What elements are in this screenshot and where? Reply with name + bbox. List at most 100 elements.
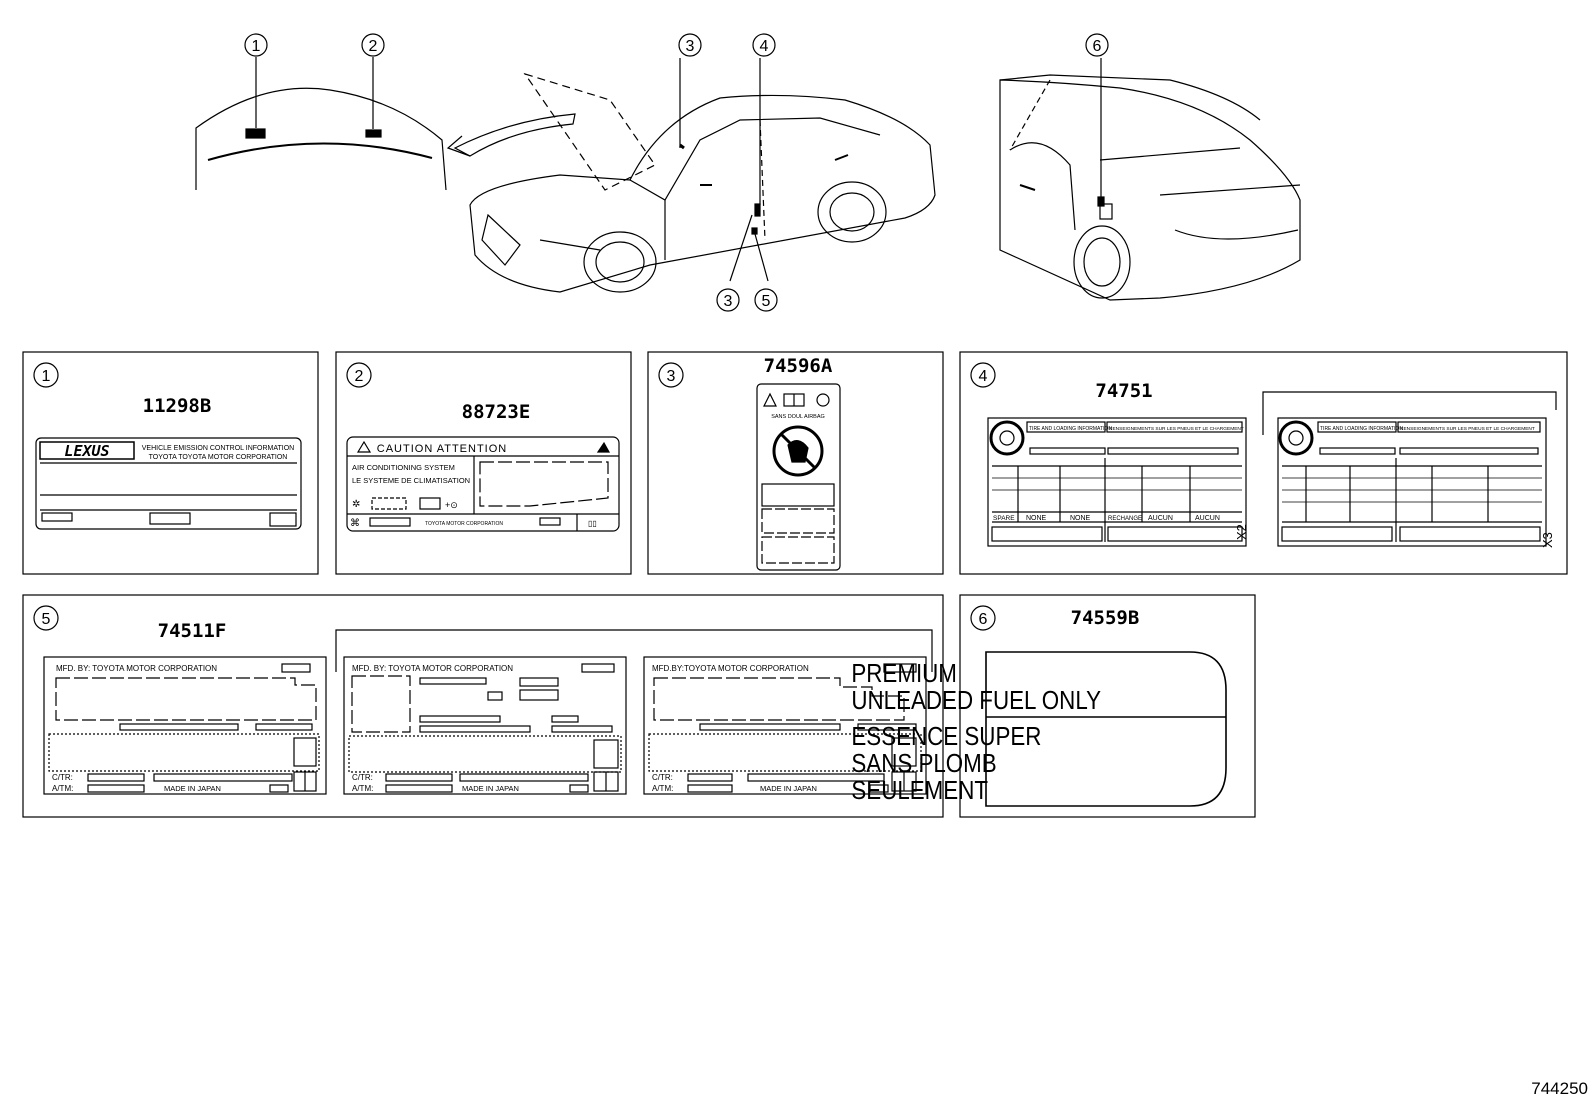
svg-text:C/TR:: C/TR: (652, 773, 673, 782)
panel-4: 4 74751 TIRE AND LOADING INFORMATION REN… (959, 351, 1568, 575)
svg-text:ESSENCE SUPER: ESSENCE SUPER (851, 722, 1041, 751)
airbag-warning-label: SANS DOUL AIRBAG (756, 383, 841, 571)
svg-text:SANS DOUL AIRBAG: SANS DOUL AIRBAG (771, 414, 825, 420)
panel-5: 5 74511F MFD. BY: TOYOTA MOTOR CORPORATI… (22, 594, 944, 818)
svg-text:6: 6 (979, 611, 988, 628)
rear-car-illustration (999, 58, 1301, 301)
part-number-74559b: 74559B (1071, 607, 1140, 629)
arrow-head-icon (446, 135, 471, 157)
tire-label-a: TIRE AND LOADING INFORMATION RENSEIGNEME… (987, 417, 1247, 547)
warning-icon (763, 392, 777, 407)
part-number-74511f: 74511F (158, 620, 227, 642)
fuel-label: PREMIUM UNLEADED FUEL ONLY ESSENCE SUPER… (851, 651, 1227, 807)
svg-text:C/TR:: C/TR: (352, 773, 373, 782)
gear-icon: ✲ (352, 499, 360, 510)
svg-text:A/TM:: A/TM: (352, 784, 373, 793)
panel-1: 1 11298B LEXUS VEHICLE EMISSION CONTROL … (22, 351, 319, 575)
callout-1: 1 (244, 33, 268, 57)
arrow-icon (453, 113, 576, 157)
panel-2: 2 88723E CAUTION ATTENTION AIR CONDITION… (335, 351, 632, 575)
svg-text:UNLEADED FUEL ONLY: UNLEADED FUEL ONLY (851, 686, 1101, 715)
svg-text:1: 1 (42, 368, 51, 385)
svg-text:CAUTION ATTENTION: CAUTION ATTENTION (377, 443, 507, 455)
svg-text:3: 3 (667, 368, 676, 385)
svg-text:A/TM:: A/TM: (52, 784, 73, 793)
circle-icon (816, 393, 830, 407)
fuel-door (1099, 203, 1113, 220)
label-1-marker (245, 128, 266, 139)
callout-4: 4 (752, 33, 776, 57)
svg-text:4: 4 (979, 368, 988, 385)
svg-text:MADE IN JAPAN: MADE IN JAPAN (462, 784, 519, 793)
vin-label-2: MFD. BY: TOYOTA MOTOR CORPORATION C/TR: … (343, 656, 627, 795)
svg-text:MADE IN JAPAN: MADE IN JAPAN (164, 784, 221, 793)
warning-icon (356, 440, 372, 453)
part-number-74596a: 74596A (764, 355, 833, 377)
label-4-marker (754, 203, 761, 217)
svg-text:SANS PLOMB: SANS PLOMB (851, 749, 996, 778)
emission-label: LEXUS VEHICLE EMISSION CONTROL INFORMATI… (35, 437, 302, 530)
svg-text:5: 5 (762, 293, 771, 310)
svg-text:3: 3 (724, 293, 733, 310)
front-car-illustration (469, 58, 936, 293)
svg-text:6: 6 (1093, 38, 1102, 55)
spray-icon: ⌘ (350, 518, 360, 529)
part-number-74751: 74751 (1095, 380, 1152, 402)
svg-text:MFD.BY:TOYOTA MOTOR CORPORATIO: MFD.BY:TOYOTA MOTOR CORPORATION (652, 664, 809, 673)
callout-3-bottom: 3 (716, 288, 740, 312)
svg-text:AUCUN: AUCUN (1148, 515, 1173, 522)
part-number-88723e: 88723E (462, 401, 531, 423)
svg-text:1: 1 (252, 38, 261, 55)
tire-icon (1278, 420, 1314, 456)
book-icon: ▯▯ (588, 519, 597, 528)
svg-text:4: 4 (760, 38, 769, 55)
label-5-marker (751, 227, 758, 235)
svg-text:SEULEMENT: SEULEMENT (851, 776, 988, 805)
svg-text:MFD. BY: TOYOTA MOTOR CORPORAT: MFD. BY: TOYOTA MOTOR CORPORATION (56, 664, 217, 673)
svg-text:AIR CONDITIONING SYSTEM: AIR CONDITIONING SYSTEM (352, 463, 455, 472)
svg-text:TOYOTA MOTOR CORPORATION: TOYOTA MOTOR CORPORATION (425, 521, 503, 527)
tire-icon (989, 420, 1025, 456)
hood-detail-illustration (195, 57, 576, 191)
svg-text:2: 2 (355, 368, 364, 385)
svg-text:RENSEIGNEMENTS SUR LES PNEUS E: RENSEIGNEMENTS SUR LES PNEUS ET LE CHARG… (1400, 426, 1535, 432)
vin-label-1: MFD. BY: TOYOTA MOTOR CORPORATION C/TR: … (43, 656, 327, 795)
svg-text:A/TM:: A/TM: (652, 784, 673, 793)
panel-6: 6 74559B PREMIUM UNLEADED FUEL ONLY ESSE… (851, 594, 1256, 818)
no-child-seat-icon (772, 425, 824, 477)
part-number-11298b: 11298B (143, 395, 212, 417)
callout-2: 2 (361, 33, 385, 57)
oil-symbol-icon: +⊙ (445, 500, 458, 510)
tire-label-b: TIRE AND LOADING INFORMATION RENSEIGNEME… (1277, 417, 1547, 547)
svg-text:NONE: NONE (1026, 515, 1047, 522)
svg-text:AUCUN: AUCUN (1195, 515, 1220, 522)
svg-text:2: 2 (369, 38, 378, 55)
callout-5-bottom: 5 (754, 288, 778, 312)
callout-3-top: 3 (678, 33, 702, 57)
svg-text:VEHICLE EMISSION CONTROL INFOR: VEHICLE EMISSION CONTROL INFORMATION (142, 445, 294, 452)
label-2-marker (365, 129, 382, 138)
svg-text:LEXUS: LEXUS (64, 442, 109, 460)
svg-text:LE SYSTEME DE CLIMATISATION: LE SYSTEME DE CLIMATISATION (352, 476, 470, 485)
svg-text:RECHANGE: RECHANGE (1108, 516, 1142, 522)
figure-code: 744250 (1531, 1079, 1588, 1098)
svg-text:RENSEIGNEMENTS SUR LES PNEUS E: RENSEIGNEMENTS SUR LES PNEUS ET LE CHARG… (1109, 426, 1244, 432)
svg-text:PREMIUM: PREMIUM (851, 659, 957, 688)
hand-icon (596, 441, 611, 453)
svg-text:SPARE: SPARE (993, 515, 1015, 522)
svg-text:MFD. BY: TOYOTA MOTOR CORPORAT: MFD. BY: TOYOTA MOTOR CORPORATION (352, 664, 513, 673)
svg-text:NONE: NONE (1070, 515, 1091, 522)
panel-3: 3 74596A SANS DOUL AIRBAG (647, 351, 944, 575)
quantity-x2: X2 (1234, 524, 1249, 540)
label-6-marker (1097, 196, 1105, 207)
svg-text:MADE IN JAPAN: MADE IN JAPAN (760, 784, 817, 793)
svg-text:C/TR:: C/TR: (52, 773, 73, 782)
vin-label-3: MFD.BY:TOYOTA MOTOR CORPORATION C/TR: A/… (643, 656, 927, 795)
svg-text:TOYOTA TOYOTA MOTOR CORPORAT: TOYOTA TOYOTA MOTOR CORPORATION (149, 454, 288, 461)
callout-6: 6 (1085, 33, 1109, 57)
svg-text:5: 5 (42, 611, 51, 628)
ac-caution-label: CAUTION ATTENTION AIR CONDITIONING SYSTE… (346, 436, 620, 532)
quantity-x3: X3 (1540, 532, 1555, 548)
svg-text:TIRE AND LOADING INFORMATION: TIRE AND LOADING INFORMATION (1320, 426, 1403, 432)
